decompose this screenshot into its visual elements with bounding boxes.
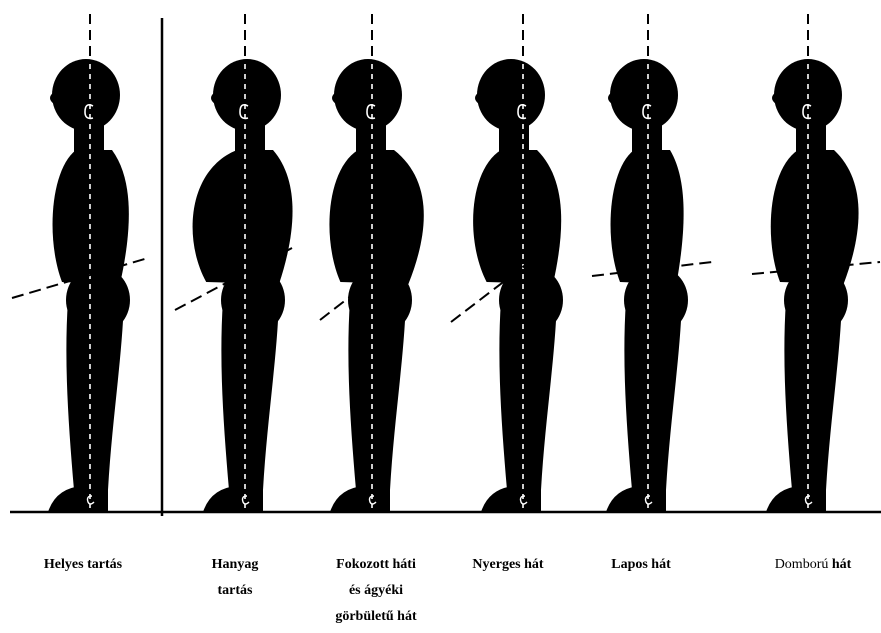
torso-shape [473, 150, 561, 284]
nose-shape [475, 92, 479, 104]
torso-shape [329, 150, 423, 284]
figure-round [766, 59, 859, 512]
nose-shape [608, 92, 612, 104]
caption-line: Hanyag [180, 552, 290, 578]
neck-shape [796, 118, 826, 154]
foot-shape [481, 486, 541, 512]
torso-shape [771, 150, 859, 284]
caption-flat-back: Lapos hát [586, 552, 696, 578]
neck-shape [499, 118, 529, 154]
caption-prefix: Domború [775, 557, 829, 572]
caption-slack-posture: Hanyag tartás [180, 552, 290, 604]
foot-shape [48, 486, 108, 512]
figure-saddle [473, 59, 563, 512]
caption-suffix: hát [828, 557, 851, 572]
foot-shape [330, 486, 390, 512]
figure-slack [193, 59, 293, 512]
nose-shape [50, 92, 54, 104]
caption-saddle-back: Nyerges hát [448, 552, 568, 578]
figure-hyper [329, 59, 423, 512]
caption-line: tartás [180, 578, 290, 604]
foot-shape [606, 486, 666, 512]
caption-hyper-curved-back: Fokozott háti és ágyéki görbületű hát [316, 552, 436, 630]
leg-shape [624, 300, 682, 490]
leg-shape [499, 300, 557, 490]
caption-correct-posture: Helyes tartás [18, 552, 148, 578]
caption-line: görbületű hát [316, 604, 436, 630]
neck-shape [235, 118, 265, 154]
caption-line: Lapos hát [586, 552, 696, 578]
leg-shape [348, 300, 406, 490]
caption-round-back: Domború hát [748, 552, 878, 578]
nose-shape [211, 92, 215, 104]
foot-shape [203, 486, 263, 512]
caption-line: Fokozott háti [316, 552, 436, 578]
leg-shape [221, 300, 279, 490]
posture-diagram [0, 0, 881, 520]
foot-shape [766, 486, 826, 512]
caption-line: Helyes tartás [18, 552, 148, 578]
leg-shape [784, 300, 842, 490]
caption-line: Nyerges hát [448, 552, 568, 578]
leg-shape [66, 300, 124, 490]
nose-shape [772, 92, 776, 104]
caption-line: és ágyéki [316, 578, 436, 604]
torso-shape [193, 150, 293, 284]
nose-shape [332, 92, 336, 104]
